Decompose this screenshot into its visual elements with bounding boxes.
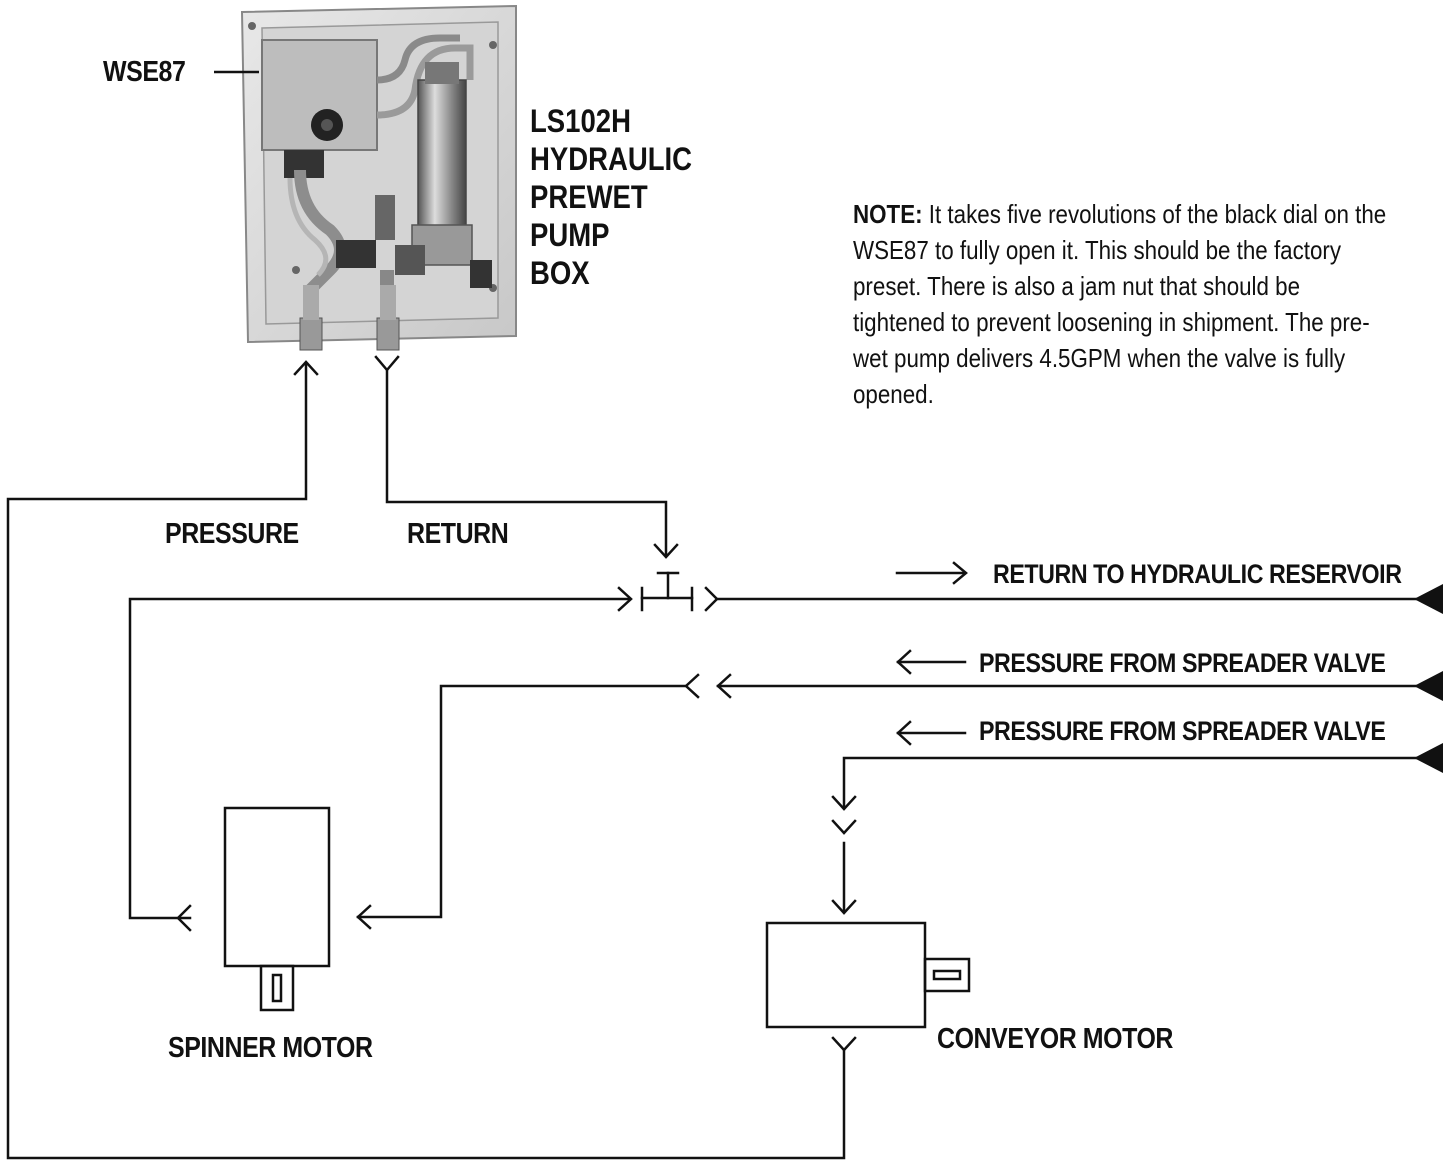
tee-outlet-connector <box>704 586 719 612</box>
spinner-outlet-connector <box>176 904 192 932</box>
conveyor-pressure-supply-line <box>842 756 1422 810</box>
conveyor-motor <box>765 921 927 1029</box>
spreader-pointer-2 <box>1414 743 1443 773</box>
pressure-spreader-label-1: PRESSURE FROM SPREADER VALVE <box>979 648 1386 678</box>
pump-box-illustration <box>240 4 517 351</box>
spinner-return-line <box>128 597 632 920</box>
pump-box-title: LS102H HYDRAULIC PREWET PUMP BOX <box>530 102 692 292</box>
pressure-spreader-label-2: PRESSURE FROM SPREADER VALVE <box>979 716 1386 746</box>
pump-box-title-line: PUMP <box>530 217 610 253</box>
spinner-motor <box>223 806 331 968</box>
pump-box-title-line: PREWET <box>530 179 648 215</box>
return-line <box>385 368 668 558</box>
tee-inlet-arrowhead <box>617 586 633 612</box>
conveyor-motor-shaft <box>923 957 971 993</box>
pressure-arrowhead <box>293 360 319 376</box>
return-connector <box>374 355 400 372</box>
return-reservoir-label: RETURN TO HYDRAULIC RESERVOIR <box>993 559 1402 589</box>
note-prefix: NOTE: <box>853 199 923 229</box>
pump-box-title-line: LS102H <box>530 103 631 139</box>
conveyor-motor-label: CONVEYOR MOTOR <box>937 1023 1174 1055</box>
spreader-pointer-1 <box>1414 671 1443 701</box>
right-edge-pointers <box>1414 584 1443 773</box>
spinner-motor-shaft <box>259 964 295 1012</box>
return-label: RETURN <box>407 518 509 550</box>
wse87-label: WSE87 <box>103 56 186 88</box>
note-text: NOTE: It takes five revolutions of the b… <box>853 196 1386 412</box>
reservoir-pointer <box>1414 584 1443 614</box>
spinner-pressure-line <box>356 684 688 919</box>
pressure-line <box>6 362 846 1160</box>
pressure-label: PRESSURE <box>165 518 299 550</box>
note-body: It takes five revolutions of the black d… <box>853 199 1387 409</box>
return-arrowhead <box>653 543 679 559</box>
spinner-motor-label: SPINNER MOTOR <box>168 1032 373 1064</box>
pump-box-title-line: BOX <box>530 255 590 291</box>
pump-box-title-line: HYDRAULIC <box>530 141 693 177</box>
conveyor-outlet-connector <box>831 1036 857 1052</box>
